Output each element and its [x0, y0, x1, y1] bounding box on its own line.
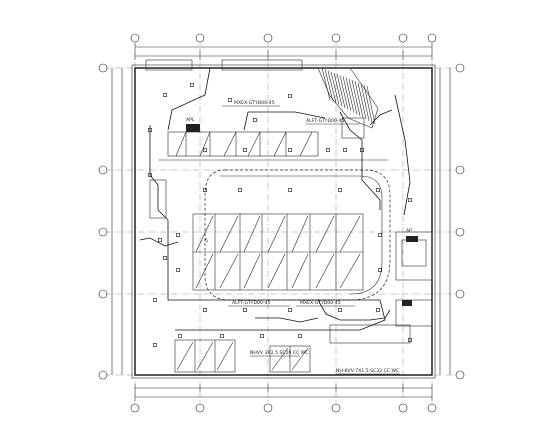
grid-bubble: [98, 63, 108, 73]
light-fixture: [338, 188, 342, 192]
stair-tread: [360, 83, 370, 121]
label-cable-spec-2: NHVV 3X2.5 SC20 CC WC: [250, 350, 309, 356]
light-fixture: [190, 83, 194, 87]
stair-tread: [351, 79, 361, 117]
grid-bubble: [455, 63, 465, 73]
light-fixture: [220, 334, 224, 338]
grid-bubble: [130, 33, 140, 43]
device-symbols: [148, 83, 412, 347]
rooms: [145, 59, 433, 344]
grid-bubble: [455, 289, 465, 299]
grid-bubble: [331, 403, 341, 413]
light-fixture: [288, 148, 292, 152]
grid-bubble: [195, 33, 205, 43]
light-fixture: [288, 188, 292, 192]
light-fixture: [408, 198, 412, 202]
stair-tread: [345, 77, 355, 113]
light-fixture: [148, 173, 152, 177]
stair-tread: [342, 76, 352, 112]
grid-bubble: [98, 165, 108, 175]
stair-tread: [339, 75, 349, 110]
parking-row-middle: 5: [192, 213, 364, 291]
stair-tread: [357, 82, 367, 120]
light-fixture: [243, 148, 247, 152]
label-cable-spec-main: NH-KVV 7X1.5 SC32 CC WC: [336, 368, 399, 374]
stair-tread: [354, 81, 364, 118]
panel-label-apl: APL: [186, 117, 195, 123]
grid-bubble: [263, 33, 273, 43]
light-fixture: [238, 188, 242, 192]
grid-bubble: [455, 227, 465, 237]
light-fixture: [228, 98, 232, 102]
parking-row-upper: [167, 131, 319, 157]
stair-tread: [336, 73, 346, 109]
grid-bubbles: [98, 33, 465, 413]
light-fixture: [163, 256, 167, 260]
bottom-dimensions: [134, 384, 433, 401]
stair-tread: [327, 70, 337, 104]
light-fixture: [178, 334, 182, 338]
stair-tread: [348, 78, 358, 115]
light-fixture: [203, 308, 207, 312]
light-fixture: [343, 148, 347, 152]
outer-walls: [131, 64, 436, 379]
stair-tread: [333, 72, 343, 107]
stair-tread: [363, 84, 373, 123]
light-fixture: [326, 148, 330, 152]
light-fixture: [378, 233, 382, 237]
light-fixture: [176, 233, 180, 237]
grid-bubble: [263, 403, 273, 413]
label-circuit-3: MXEX-GTYD00-45: [300, 300, 341, 306]
stair-tread: [330, 71, 340, 105]
grid-bubble: [98, 289, 108, 299]
grid-bubble: [398, 403, 408, 413]
light-fixture: [158, 238, 162, 242]
light-fixture: [376, 308, 380, 312]
light-fixture: [153, 298, 157, 302]
top-dimensions: [134, 43, 433, 60]
light-fixture: [338, 308, 342, 312]
light-fixture: [176, 268, 180, 272]
side-dimensions: [111, 68, 451, 375]
circuit-labels: MXEX-GTYD00-45 ALFT-GTYD00-45 MXEX-GTYD0…: [222, 100, 400, 375]
grid-bubble: [427, 33, 437, 43]
panel-label-ap: AP: [406, 228, 412, 234]
light-fixture: [288, 94, 292, 98]
grid-bubble: [195, 403, 205, 413]
light-fixture: [203, 148, 207, 152]
stair-hatch: [317, 67, 379, 129]
distribution-panels: APL AP: [186, 117, 418, 306]
light-fixture: [378, 268, 382, 272]
wiring-runs: [139, 67, 411, 331]
grid-bubble: [427, 403, 437, 413]
grid-bubble: [455, 370, 465, 380]
stair-tread: [324, 69, 334, 102]
light-fixture: [253, 118, 257, 122]
light-fixture: [260, 334, 264, 338]
light-fixture: [288, 308, 292, 312]
light-fixture: [360, 148, 364, 152]
label-circuit-4: ALFT-GTYD00-45: [232, 300, 270, 306]
grid-bubble: [130, 403, 140, 413]
grid-bubble: [98, 370, 108, 380]
zone-number: 5: [205, 238, 208, 244]
parking-row-lower: [174, 339, 311, 373]
light-fixture: [148, 128, 152, 132]
light-fixture: [203, 188, 207, 192]
label-circuit-2: ALFT-GTYD00-45: [306, 118, 344, 124]
grid-bubble: [331, 33, 341, 43]
light-fixture: [153, 343, 157, 347]
stair-tread: [321, 67, 331, 101]
light-fixture: [163, 93, 167, 97]
light-fixture: [243, 308, 247, 312]
grid-bubble: [398, 33, 408, 43]
grid-bubble: [98, 227, 108, 237]
light-fixture: [408, 338, 412, 342]
label-circuit-1: MXEX-GTYD00-45: [234, 100, 275, 106]
grid-bubble: [455, 165, 465, 175]
light-fixture: [298, 334, 302, 338]
light-fixture: [376, 188, 380, 192]
stair-tread: [366, 85, 376, 125]
